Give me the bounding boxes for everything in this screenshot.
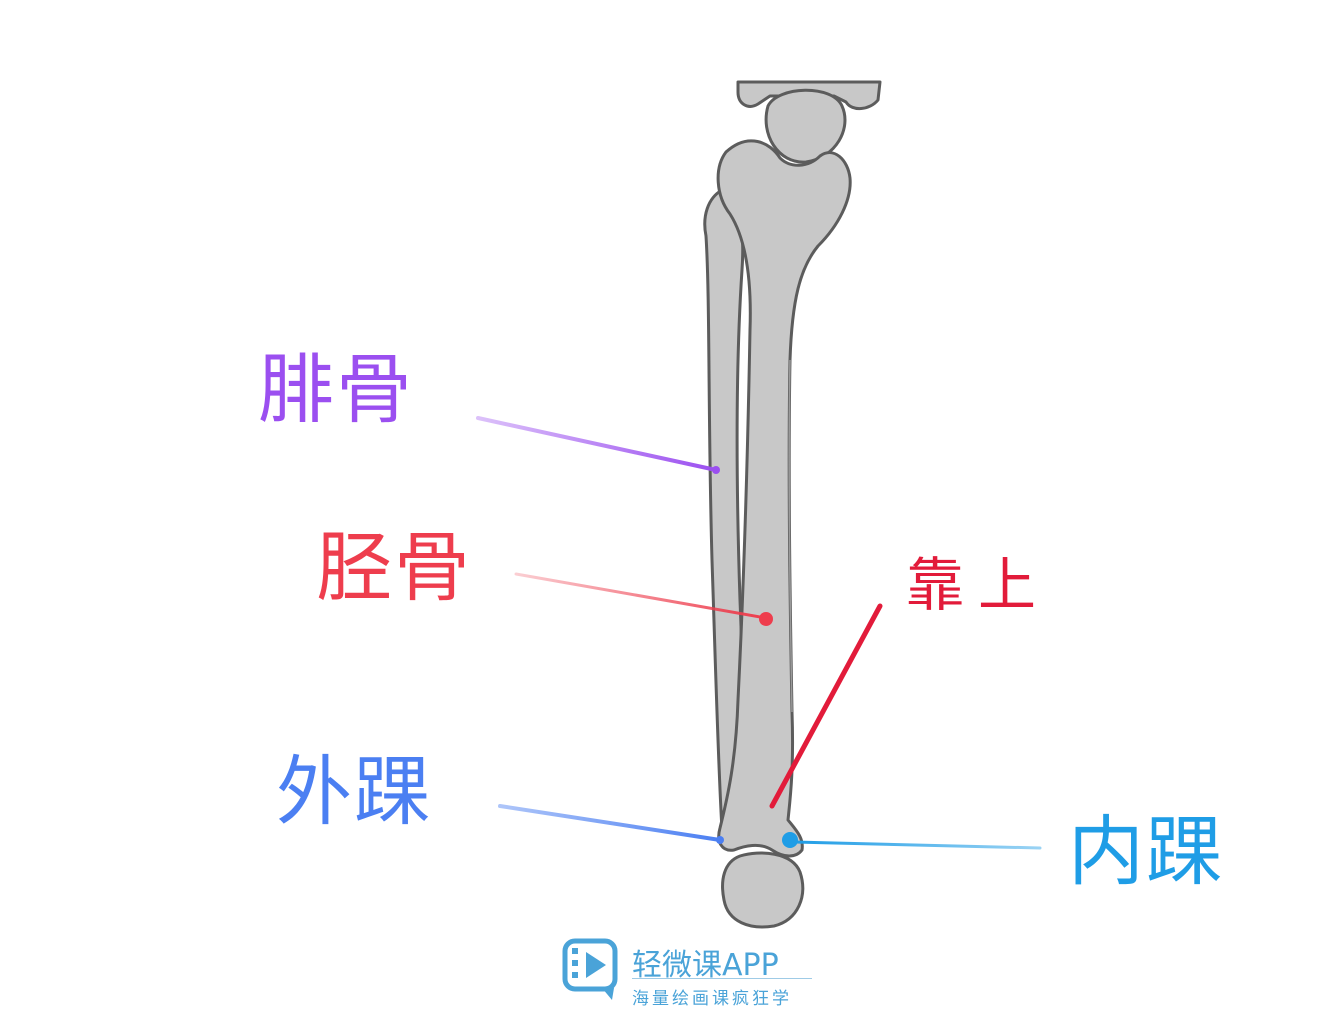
fibula-leader-line [476, 416, 718, 472]
higher-note-label: 靠上 [906, 551, 1051, 619]
patella [764, 88, 847, 164]
app-watermark: 轻微课APP 海量绘画课疯狂学 [562, 934, 822, 1010]
medial-malleolus-leader-line [792, 840, 1042, 850]
medial-malleolus-label: 内踝 [1068, 807, 1224, 896]
watermark-brand-text: 轻微课APP [632, 948, 779, 983]
lateral-malleolus-marker-dot [716, 836, 724, 844]
play-film-icon [562, 938, 618, 1000]
tibia-marker-dot [759, 612, 773, 626]
lateral-malleolus-leader-line [498, 804, 722, 842]
higher-note-leader-line [769, 603, 883, 809]
talus-bone [721, 851, 805, 929]
tibia-bone [716, 139, 852, 858]
medial-malleolus-marker-dot [782, 832, 798, 848]
tibia-leader-line [514, 572, 768, 620]
watermark-slogan-text: 海量绘画课疯狂学 [632, 989, 792, 1009]
fibula-marker-dot [712, 466, 720, 474]
lateral-malleolus-label: 外踝 [276, 747, 432, 836]
watermark-divider [632, 978, 812, 979]
fibula-label: 腓骨 [258, 345, 414, 434]
tibia-label: 胫骨 [316, 523, 472, 612]
